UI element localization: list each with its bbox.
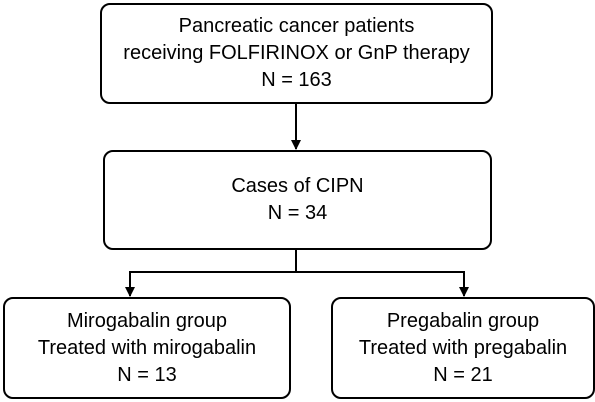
box-cases-of-cipn: Cases of CIPN N = 34 [103,150,492,250]
box-right-count: N = 21 [433,363,493,386]
box-left-line-1: Mirogabalin group [66,309,228,332]
box-middle-count: N = 34 [267,202,328,224]
box-top-count: N = 163 [261,69,332,91]
box-pancreatic-cancer-patients: Pancreatic cancer patients receiving FOL… [100,3,493,104]
box-right-line-2: Treated with pregabalin [358,336,568,359]
box-right-line-1: Pregabalin group [386,309,540,332]
box-left-count: N = 13 [117,363,177,386]
box-pregabalin-group: Pregabalin group Treated with pregabalin… [331,297,595,399]
box-mirogabalin-group: Mirogabalin group Treated with mirogabal… [3,297,291,399]
box-middle-line-1: Cases of CIPN [231,175,364,197]
box-top-line-1: Pancreatic cancer patients [178,15,415,37]
box-left-line-2: Treated with mirogabalin [37,336,257,359]
box-top-line-2: receiving FOLFIRINOX or GnP therapy [123,42,470,64]
